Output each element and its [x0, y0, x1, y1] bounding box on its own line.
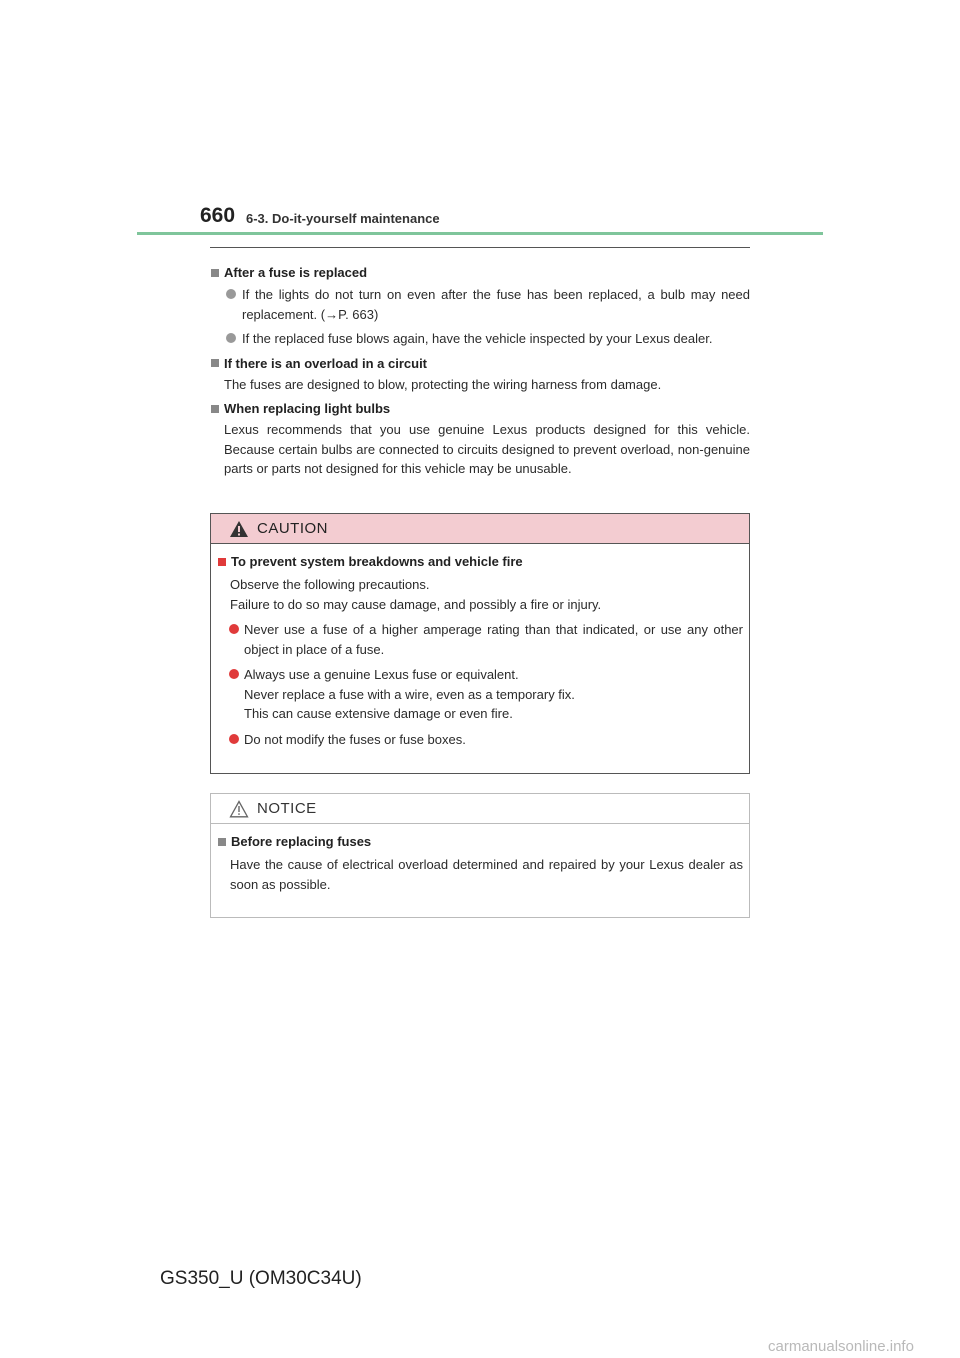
caution-bullet-line: Never replace a fuse with a wire, even a… — [244, 686, 575, 702]
caution-intro-line: Observe the following precautions. — [230, 577, 430, 592]
bullet-item: If the lights do not turn on even after … — [210, 285, 750, 324]
caution-intro-line: Failure to do so may cause damage, and p… — [230, 596, 602, 612]
notice-header: NOTICE — [211, 794, 749, 824]
page-number: 660 — [200, 204, 236, 227]
subhead-after-fuse: After a fuse is replaced — [210, 265, 750, 280]
notice-subhead: Before replacing fuses — [217, 834, 743, 849]
body-content: After a fuse is replaced If the lights d… — [210, 258, 750, 479]
dot-bullet-icon — [229, 624, 239, 634]
square-bullet-icon — [211, 404, 219, 413]
caution-intro: Observe the following precautions. Failu… — [217, 575, 743, 614]
subhead-overload: If there is an overload in a circuit — [210, 356, 750, 371]
notice-text: Have the cause of electrical overload de… — [230, 857, 743, 892]
watermark: carmanualsonline.info — [768, 1338, 914, 1355]
content-rule — [210, 247, 750, 248]
caution-bullet: Do not modify the fuses or fuse boxes. — [217, 730, 743, 750]
subhead-overload-label: If there is an overload in a circuit — [224, 355, 428, 371]
notice-label: NOTICE — [257, 800, 317, 817]
dot-bullet-icon — [226, 289, 236, 299]
dot-bullet-icon — [229, 733, 239, 744]
header-rule — [137, 232, 823, 235]
caution-label: CAUTION — [257, 520, 328, 537]
caution-bullet-text: Never use a fuse of a higher amperage ra… — [244, 622, 743, 657]
caution-bullet: Never use a fuse of a higher amperage ra… — [217, 620, 743, 659]
caution-header: CAUTION — [211, 514, 749, 544]
subhead-bulbs-label: When replacing light bulbs — [224, 401, 391, 416]
caution-title: To prevent system breakdowns and vehicle… — [231, 554, 523, 569]
dot-bullet-icon — [229, 669, 239, 679]
subhead-after-fuse-label: After a fuse is replaced — [224, 265, 368, 280]
bulbs-text: Lexus recommends that you use genuine Le… — [224, 422, 750, 476]
square-bullet-icon — [211, 359, 219, 367]
dot-bullet-icon — [226, 333, 236, 343]
bullet-item: If the replaced fuse blows again, have t… — [210, 329, 750, 349]
caution-bullet-line: This can cause extensive damage or even … — [244, 706, 513, 721]
caution-bullet: Always use a genuine Lexus fuse or equiv… — [217, 665, 743, 724]
warning-triangle-outline-icon — [229, 799, 249, 817]
overload-text: The fuses are designed to blow, protecti… — [224, 376, 662, 392]
caution-body: To prevent system breakdowns and vehicle… — [211, 544, 749, 749]
section-title: 6-3. Do-it-yourself maintenance — [246, 211, 440, 226]
caution-bullet-line: Always use a genuine Lexus fuse or equiv… — [244, 667, 519, 682]
caution-bullet-text: Do not modify the fuses or fuse boxes. — [244, 731, 466, 747]
bullet-text: If the lights do not turn on even after … — [242, 287, 750, 322]
notice-body: Before replacing fuses Have the cause of… — [211, 824, 749, 894]
footer-model: GS350_U (OM30C34U) — [160, 1268, 362, 1289]
caution-box: CAUTION To prevent system breakdowns and… — [210, 513, 750, 774]
square-bullet-icon — [218, 837, 226, 846]
caution-subhead: To prevent system breakdowns and vehicle… — [217, 554, 743, 569]
subhead-bulbs: When replacing light bulbs — [210, 401, 750, 416]
notice-box: NOTICE Before replacing fuses Have the c… — [210, 793, 750, 918]
square-bullet-icon — [211, 268, 219, 277]
notice-title: Before replacing fuses — [231, 834, 372, 849]
warning-triangle-icon — [230, 520, 248, 537]
square-bullet-icon — [218, 557, 226, 566]
bullet-text: If the replaced fuse blows again, have t… — [242, 331, 713, 346]
